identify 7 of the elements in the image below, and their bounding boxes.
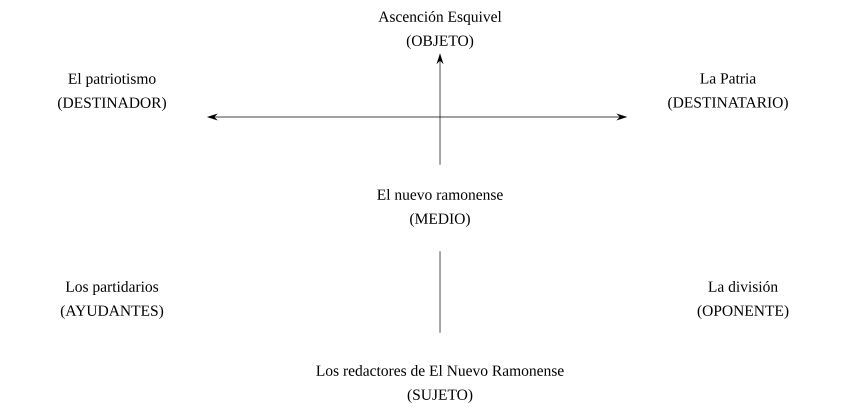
actant-label: La división (OPONENTE): [698, 280, 788, 320]
actant-label: El nuevo ramonense (MEDIO): [377, 188, 503, 228]
actant-label: Los partidarios (AYUDANTES): [60, 280, 164, 320]
actant-label: Ascención Esquivel (OBJETO): [378, 10, 502, 50]
actant-label: Los redactores de El Nuevo Ramonense (SUJETO): [316, 364, 564, 404]
actant-label: La Patria (DESTINATARIO): [668, 73, 788, 111]
actant-label: El patriotismo (DESTINADOR): [58, 72, 166, 112]
